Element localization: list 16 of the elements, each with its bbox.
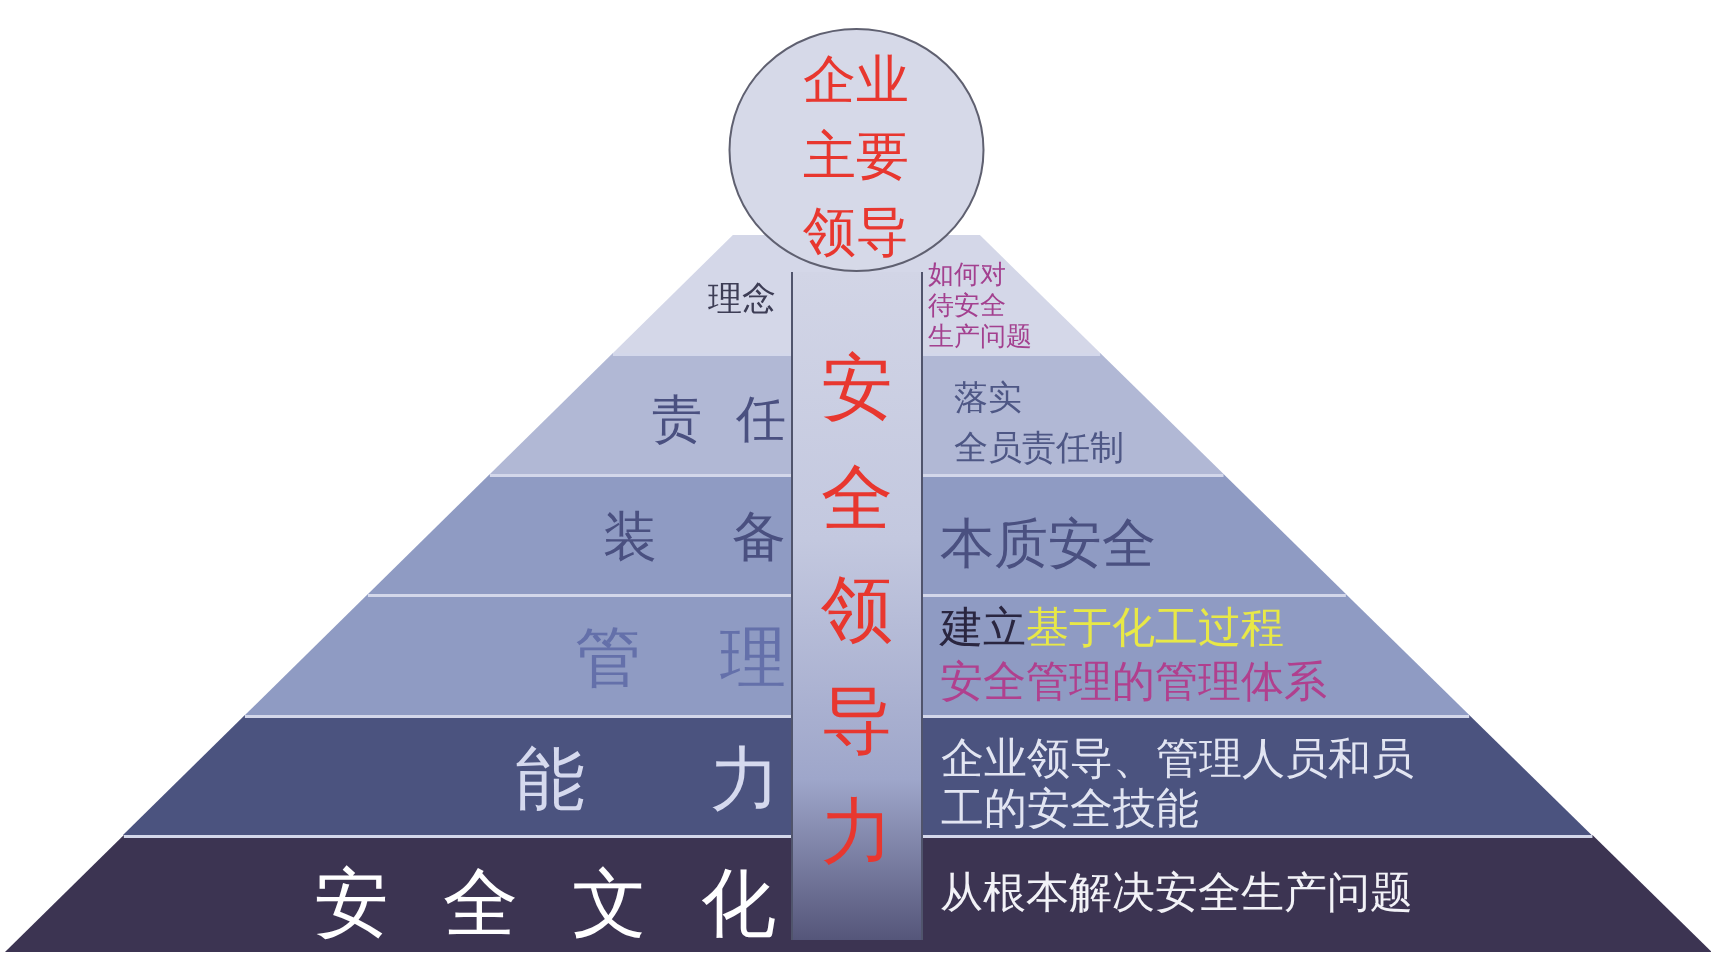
tier-description: 如何对待安全生产问题 [928,259,1033,352]
tier-description: 从根本解决安全生产问题 [940,866,1413,919]
leadership-column [791,272,923,940]
tier-label: 装 备 [602,504,786,570]
column-label: 安全领导力 [820,344,894,875]
tier-label: 安 全 文 化 [314,858,776,948]
tier-label: 责 任 [652,389,786,449]
tier-description: 安全管理的管理体系 [940,655,1327,708]
tier-description: 落实全员责任制 [954,376,1125,469]
tier-description: 企业领导、管理人员和员工的安全技能 [941,733,1415,833]
tier-description: 建立 [940,602,1026,652]
tier-label: 能 力 [514,737,780,821]
tier-description: 本质安全 [940,512,1156,576]
tier-label: 理念 [708,277,776,319]
tier-description: 基于化工过程 [1026,602,1284,652]
circle-label: 企业主要领导 [802,48,911,264]
